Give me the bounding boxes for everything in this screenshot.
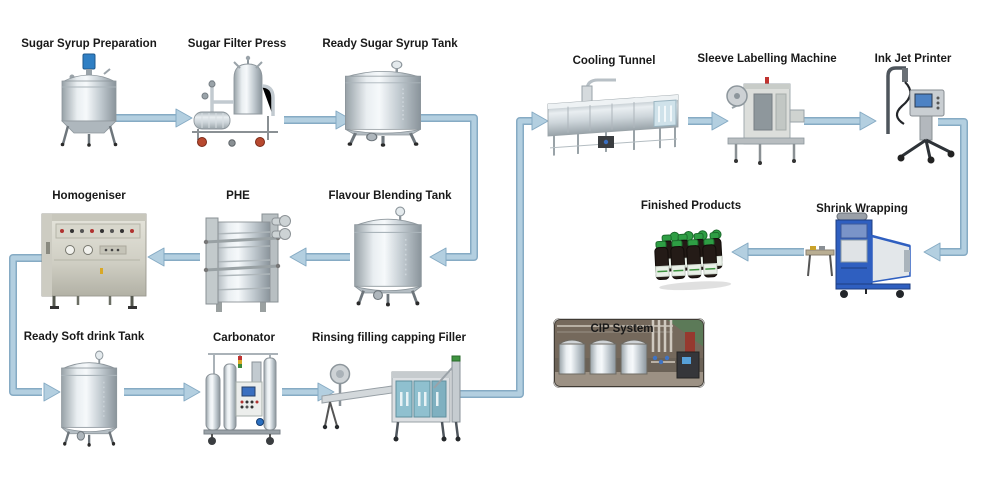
sleeve-labeller-image (726, 77, 805, 165)
node-label-sugar-syrup-preparation: Sugar Syrup Preparation (21, 38, 157, 50)
arrow-shrinkwrap-to-finished (731, 242, 804, 262)
bottle-pack-image (654, 229, 732, 291)
node-label-shrink-wrapping: Shrink Wrapping (816, 203, 908, 215)
carbonator-image (203, 353, 281, 445)
storage-tank-image (343, 59, 423, 149)
connector-homogeniser-to-softdrinktank (9, 254, 61, 402)
node-label-sleeve-labelling-machine: Sleeve Labelling Machine (697, 53, 837, 65)
arrow-labeller-to-inkjet (804, 111, 877, 131)
connector-readytank-to-flavourtank (420, 114, 478, 267)
connector-inkjet-to-shrinkwrap (923, 118, 968, 262)
node-label-flavour-blending-tank: Flavour Blending Tank (328, 190, 452, 202)
node-label-cooling-tunnel: Cooling Tunnel (572, 55, 656, 67)
shrink-wrapper-image (805, 212, 911, 298)
node-label-homogeniser: Homogeniser (52, 190, 126, 202)
cooling-tunnel-image (547, 78, 679, 156)
connector-filler-to-coolingtunnel (452, 111, 549, 398)
flow-connectors (9, 108, 968, 402)
cip-system-photo (553, 318, 705, 388)
arrow-filter-to-readytank (284, 110, 353, 130)
node-label-ready-sugar-syrup-tank: Ready Sugar Syrup Tank (322, 38, 458, 50)
node-label-sugar-filter-press: Sugar Filter Press (187, 38, 287, 50)
node-label-ready-soft-drink-tank: Ready Soft drink Tank (23, 331, 145, 343)
arrow-coolingtunnel-to-labeller (688, 111, 729, 131)
arrow-softdrinktank-to-carbonator (124, 382, 201, 402)
plate-heat-exchanger-image (203, 213, 291, 312)
storage-tank-image (60, 349, 119, 449)
filling-machine-image (321, 355, 461, 442)
storage-tank-image (353, 205, 423, 308)
node-label-carbonator: Carbonator (213, 332, 275, 344)
arrow-prep-to-filter (112, 108, 193, 128)
node-label-finished-products: Finished Products (640, 200, 742, 212)
inkjet-printer-image (886, 66, 955, 164)
filter-press-image (192, 55, 278, 147)
arrow-flavourtank-to-phe (289, 247, 350, 267)
mixing-tank-image (60, 53, 118, 147)
node-label-cip-system: CIP System (590, 323, 654, 335)
arrow-phe-to-homogeniser (147, 247, 200, 267)
homogeniser-image (41, 213, 147, 309)
node-label-rinsing-filling-capping-filler: Rinsing filling capping Filler (312, 332, 466, 344)
node-label-ink-jet-printer: Ink Jet Printer (874, 53, 952, 65)
node-label-phe: PHE (226, 190, 250, 202)
